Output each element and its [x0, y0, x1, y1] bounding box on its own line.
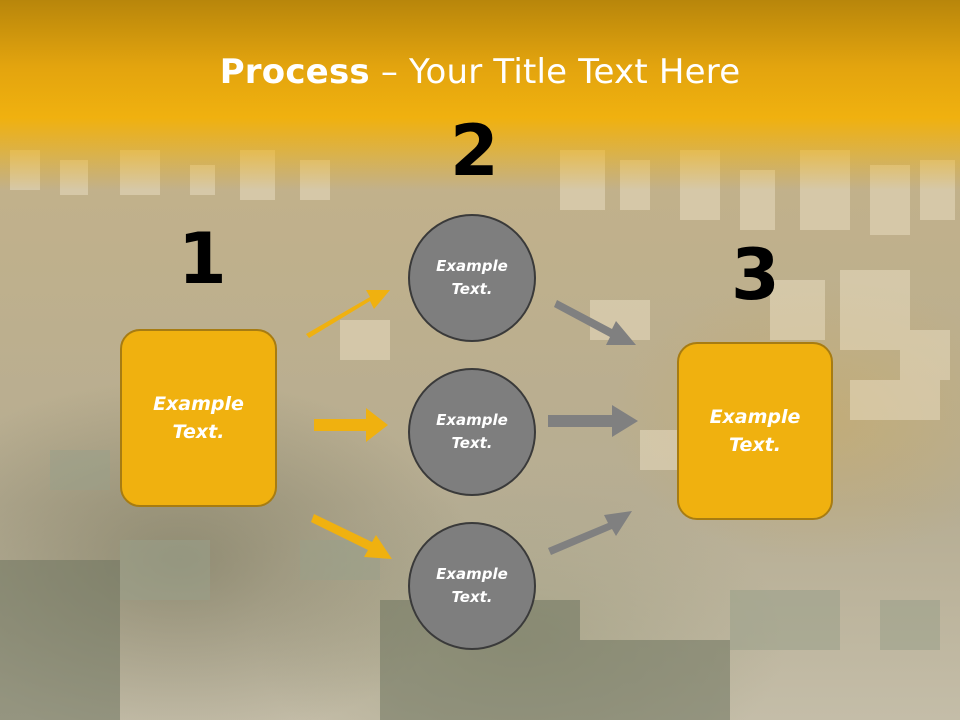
process-circle-middle: Example Text.	[408, 368, 536, 496]
arrow-middle-to-box	[548, 405, 638, 437]
title-bold: Process	[219, 52, 370, 92]
arrow-to-top-circle	[306, 290, 390, 338]
circle-middle-line1: Example	[436, 410, 508, 429]
arrow-bottom-to-box	[548, 511, 632, 555]
arrow-to-bottom-circle	[311, 514, 392, 559]
circle-middle-line2: Text.	[451, 434, 493, 452]
end-box: Example Text.	[677, 342, 833, 520]
process-circle-bottom: Example Text.	[408, 522, 536, 650]
circle-bottom-line2: Text.	[451, 588, 493, 606]
start-box: Example Text.	[120, 329, 277, 507]
process-circle-top: Example Text.	[408, 214, 536, 342]
step-number-1: 1	[178, 218, 227, 300]
start-box-line1: Example	[153, 392, 244, 415]
circle-top-line2: Text.	[451, 280, 493, 298]
orange-arrows	[306, 290, 392, 559]
step-number-2: 2	[450, 110, 499, 192]
start-box-line2: Text.	[172, 421, 225, 443]
circle-top-line1: Example	[436, 256, 508, 275]
circle-bottom-line1: Example	[436, 564, 508, 583]
title-rest: – Your Title Text Here	[369, 52, 741, 92]
slide-title: Process – Your Title Text Here	[0, 52, 960, 92]
end-box-line1: Example	[709, 405, 801, 428]
arrow-to-middle-circle	[314, 408, 388, 442]
gray-arrows	[548, 300, 638, 555]
title-banner	[0, 0, 960, 190]
step-number-3: 3	[731, 234, 780, 316]
arrow-top-to-box	[554, 300, 636, 345]
end-box-line2: Text.	[729, 434, 781, 456]
